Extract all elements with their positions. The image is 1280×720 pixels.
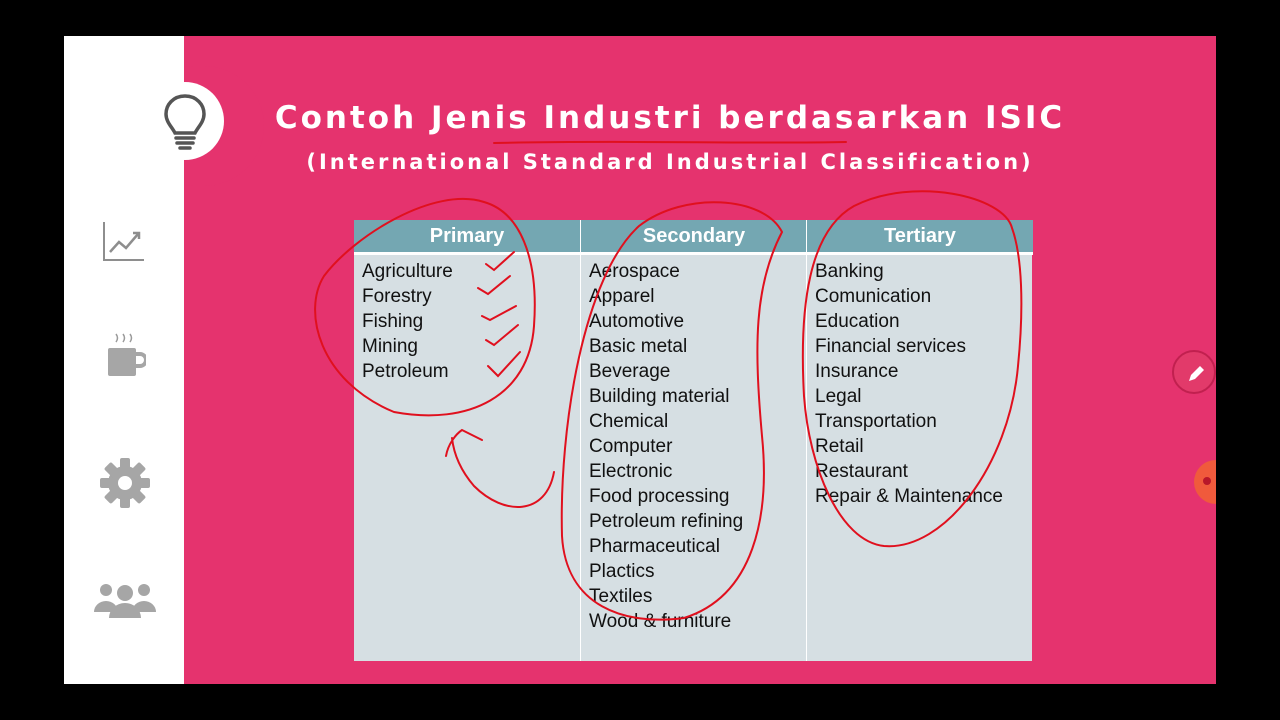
column-header: Tertiary — [807, 220, 1033, 255]
chart-trend-icon — [103, 222, 144, 261]
list-item: Agriculture — [362, 261, 453, 282]
gear-icon — [100, 458, 150, 508]
list-item: Retail — [815, 436, 864, 457]
list-item: Aerospace — [589, 261, 680, 282]
list-item: Legal — [815, 386, 862, 407]
people-icon — [94, 584, 156, 618]
list-item: Automotive — [589, 311, 685, 332]
list-item: Mining — [362, 336, 418, 357]
coffee-cup-icon — [108, 333, 146, 376]
list-item: Restaurant — [815, 461, 908, 482]
column-header: Secondary — [581, 220, 807, 255]
list-item: Basic metal — [589, 336, 688, 357]
record-button[interactable] — [1194, 460, 1216, 504]
list-item: Wood & furniture — [589, 611, 732, 632]
list-item: Financial services — [815, 336, 966, 357]
slide-title: Contoh Jenis Industri berdasarkan ISIC — [274, 100, 1066, 136]
slide: Contoh Jenis Industri berdasarkan ISIC (… — [64, 36, 1216, 684]
list-item: Banking — [815, 261, 884, 282]
list-item: Comunication — [815, 286, 932, 307]
list-item: Petroleum refining — [589, 511, 744, 532]
list-item: Insurance — [815, 361, 899, 382]
list-item: Chemical — [589, 411, 669, 432]
pen-tool-button[interactable] — [1172, 350, 1216, 394]
list-item: Pharmaceutical — [589, 536, 720, 557]
list-item: Electronic — [589, 461, 673, 482]
list-item: Apparel — [589, 286, 655, 307]
record-icon — [1203, 477, 1211, 485]
list-item: Beverage — [589, 361, 671, 382]
column-header: Primary — [354, 220, 580, 255]
list-item: Computer — [589, 436, 673, 457]
list-item: Transportation — [815, 411, 937, 432]
list-item: Forestry — [362, 286, 432, 307]
lightbulb-icon — [164, 94, 206, 150]
lightbulb-badge — [146, 82, 224, 160]
list-item: Textiles — [589, 586, 653, 607]
list-item: Repair & Maintenance — [815, 486, 1003, 507]
list-item: Building material — [589, 386, 730, 407]
list-item: Plactics — [589, 561, 655, 582]
slide-subtitle: (International Standard Industrial Class… — [306, 150, 1034, 174]
list-item: Fishing — [362, 311, 424, 332]
list-item: Petroleum — [362, 361, 449, 382]
list-item: Education — [815, 311, 900, 332]
list-item: Food processing — [589, 486, 730, 507]
ink-underline — [493, 140, 847, 144]
pencil-icon — [1189, 366, 1204, 381]
